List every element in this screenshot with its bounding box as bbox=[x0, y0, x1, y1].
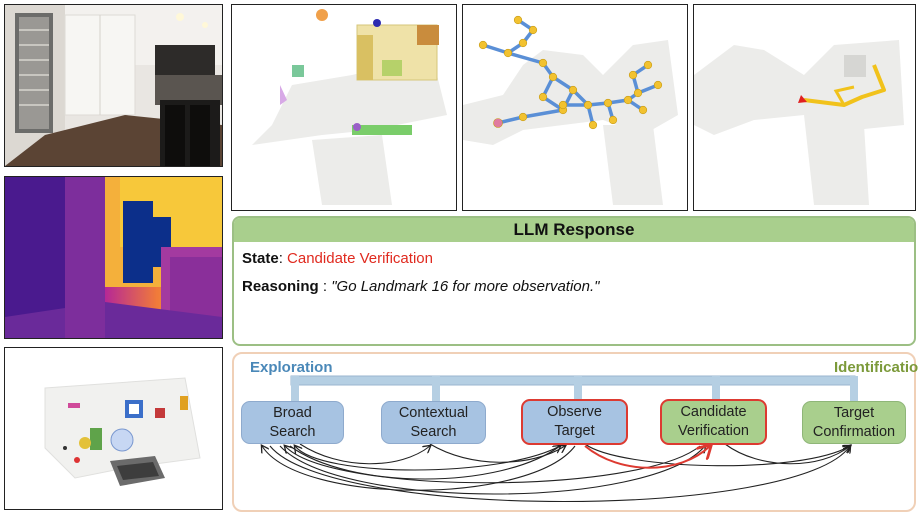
graph-node bbox=[503, 48, 513, 58]
identification-label: Identification bbox=[834, 359, 918, 376]
semantic-map bbox=[232, 5, 456, 210]
graph-node bbox=[558, 100, 568, 110]
exploration-label: Exploration bbox=[250, 359, 333, 376]
graph-node bbox=[513, 15, 523, 25]
graph-node bbox=[518, 112, 528, 122]
graph-node bbox=[643, 60, 653, 70]
trajectory-panel bbox=[693, 4, 916, 211]
reasoning-value: "Go Landmark 16 for more observation." bbox=[331, 278, 600, 295]
graph-node bbox=[493, 118, 503, 128]
trajectory-map bbox=[694, 5, 915, 210]
graph-node bbox=[638, 105, 648, 115]
depth-observation-panel bbox=[4, 176, 223, 339]
graph-edge bbox=[482, 43, 509, 55]
graph-node bbox=[528, 25, 538, 35]
graph-node bbox=[653, 80, 663, 90]
state-label: State bbox=[242, 250, 279, 267]
semantic-map-panel bbox=[231, 4, 457, 211]
agent-marker-icon bbox=[798, 95, 807, 103]
graph-node bbox=[588, 120, 598, 130]
kitchen-image bbox=[5, 5, 222, 166]
landmark-graph bbox=[463, 5, 687, 210]
rgb-observation-panel bbox=[4, 4, 223, 167]
graph-edge bbox=[522, 108, 564, 119]
depth-image bbox=[5, 177, 222, 338]
graph-node bbox=[518, 38, 528, 48]
graph-node bbox=[568, 85, 578, 95]
graph-node bbox=[603, 98, 613, 108]
state-value: Candidate Verification bbox=[287, 250, 433, 267]
graph-node bbox=[538, 58, 548, 68]
reasoning-label: Reasoning bbox=[242, 278, 319, 295]
graph-node bbox=[608, 115, 618, 125]
state-line: State: Candidate Verification bbox=[242, 250, 433, 267]
local-map-panel bbox=[4, 347, 223, 510]
reasoning-line: Reasoning : "Go Landmark 16 for more obs… bbox=[242, 278, 600, 295]
graph-node bbox=[478, 40, 488, 50]
landmark-graph-panel bbox=[462, 4, 688, 211]
graph-node bbox=[633, 88, 643, 98]
graph-node bbox=[538, 92, 548, 102]
graph-node bbox=[583, 100, 593, 110]
graph-edge bbox=[507, 51, 544, 65]
graph-node bbox=[548, 72, 558, 82]
llm-response-title: LLM Response bbox=[234, 218, 914, 242]
graph-node bbox=[628, 70, 638, 80]
graph-node bbox=[623, 95, 633, 105]
local-3d-map bbox=[5, 348, 222, 509]
llm-response-box: LLM Response State: Candidate Verificati… bbox=[232, 216, 916, 346]
